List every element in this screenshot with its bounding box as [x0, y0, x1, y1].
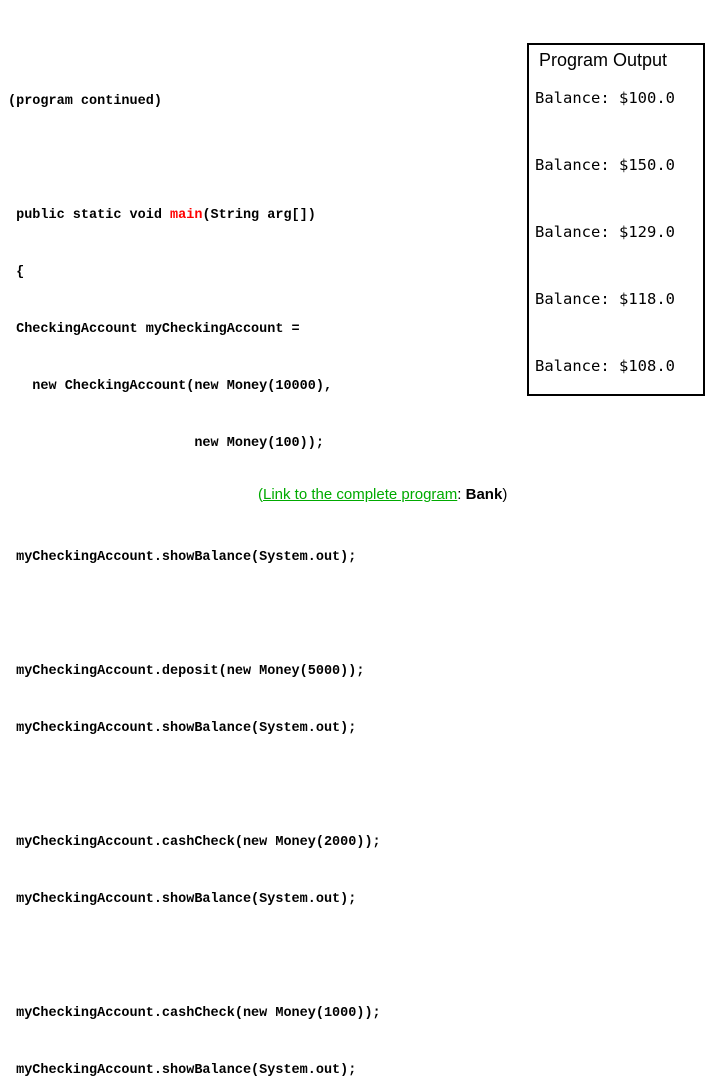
output-line-balance-5: Balance: $108.0 [535, 357, 675, 375]
code-line-showbalance-3: myCheckingAccount.showBalance(System.out… [8, 892, 357, 907]
code-line-blank [8, 149, 508, 168]
code-line-showbalance-2: myCheckingAccount.showBalance(System.out… [8, 721, 357, 736]
caption-paren-open: ( [258, 486, 263, 503]
code-keyword-main: main [170, 208, 203, 223]
output-line-balance-4: Balance: $118.0 [535, 290, 675, 308]
caption-paren-close: ) [502, 486, 508, 503]
code-line-cashcheck-1000: myCheckingAccount.cashCheck(new Money(10… [8, 1006, 381, 1021]
code-line-declare-account: CheckingAccount myCheckingAccount = [8, 322, 300, 337]
code-line-deposit: myCheckingAccount.deposit(new Money(5000… [8, 664, 365, 679]
output-line-balance-2: Balance: $150.0 [535, 156, 675, 174]
caption-colon: : [457, 486, 466, 503]
code-signature-suffix: (String arg[]) [202, 208, 316, 223]
caption-link-target: Bank [465, 486, 503, 503]
code-line-blank [8, 947, 508, 966]
code-line-new-money-100: new Money(100)); [8, 436, 324, 451]
code-line-blank [8, 605, 508, 624]
code-line-main-signature: public static void main(String arg[]) [8, 206, 508, 225]
code-line-blank [8, 776, 508, 795]
code-line-open-brace: { [8, 265, 25, 280]
program-output-panel: Program Output Balance: $100.0 Balance: … [527, 43, 705, 396]
program-output-lines: Balance: $100.0 Balance: $150.0 Balance:… [535, 89, 701, 424]
code-line-showbalance-1: myCheckingAccount.showBalance(System.out… [8, 550, 357, 565]
link-caption: (Link to the complete program: Bank) [258, 486, 507, 503]
complete-program-link[interactable]: Link to the complete program [263, 486, 458, 503]
program-output-title: Program Output [539, 50, 668, 70]
code-line-program-continued: (program continued) [8, 94, 162, 109]
code-signature-prefix: public static void [8, 208, 171, 223]
output-line-balance-3: Balance: $129.0 [535, 223, 675, 241]
output-line-balance-1: Balance: $100.0 [535, 89, 675, 107]
code-line-new-checkingaccount: new CheckingAccount(new Money(10000), [8, 379, 333, 394]
slide-canvas: (program continued) public static void m… [8, 43, 705, 1078]
code-line-cashcheck-2000: myCheckingAccount.cashCheck(new Money(20… [8, 835, 381, 850]
code-line-showbalance-4: myCheckingAccount.showBalance(System.out… [8, 1063, 357, 1078]
code-listing: (program continued) public static void m… [8, 54, 508, 1080]
